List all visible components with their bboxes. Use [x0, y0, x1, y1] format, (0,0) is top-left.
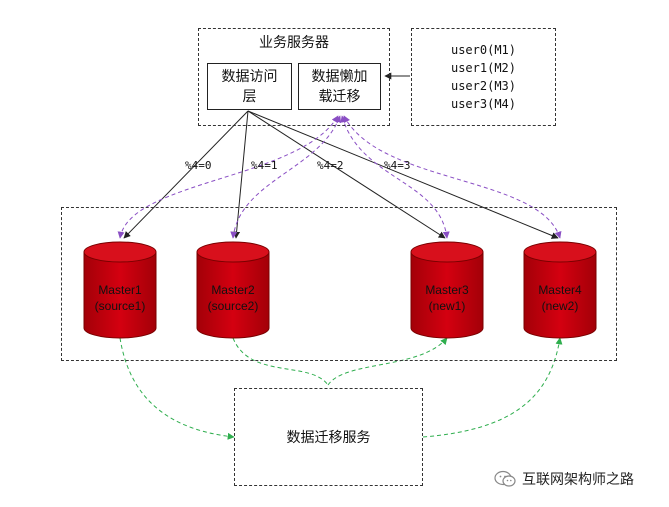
master2-label: Master2 (source2)	[193, 282, 273, 314]
access-layer-line1: 数据访问	[221, 68, 278, 85]
lazy-migration-line1: 数据懒加	[311, 68, 368, 85]
migration-service-box: 数据迁移服务	[234, 388, 423, 486]
master2-name: Master2	[211, 283, 255, 297]
watermark: 互联网架构师之路	[494, 469, 634, 489]
master-cluster-box	[61, 207, 617, 361]
master3-sub: (new1)	[428, 299, 466, 313]
lazy-curve-m4	[343, 115, 562, 239]
user-mapping-2: user2(M3)	[450, 79, 517, 93]
migrate-curve-m3	[327, 337, 448, 386]
wechat-icon	[494, 470, 516, 487]
data-access-layer-box: 数据访问 层	[207, 63, 292, 110]
master4-sub: (new2)	[541, 299, 579, 313]
master4-name: Master4	[538, 283, 582, 297]
master2-sub: (source2)	[207, 299, 259, 313]
watermark-text: 互联网架构师之路	[522, 472, 634, 488]
user-mapping-box: user0(M1) user1(M2) user2(M3) user3(M4)	[411, 28, 556, 126]
business-server-box: 业务服务器	[198, 28, 390, 126]
master1-label: Master1 (source1)	[80, 282, 160, 314]
migrate-curve-m1	[119, 337, 235, 440]
user-mapping-0: user0(M1)	[450, 43, 517, 57]
lazy-migration-box: 数据懒加 载迁移	[298, 63, 381, 110]
master3-name: Master3	[425, 283, 469, 297]
master1-sub: (source1)	[94, 299, 146, 313]
business-server-title: 业务服务器	[259, 35, 329, 51]
user-mapping-1: user1(M2)	[450, 61, 517, 75]
migration-service-label: 数据迁移服务	[286, 430, 371, 446]
database-master4	[523, 241, 597, 339]
access-layer-line2: 层	[242, 88, 257, 105]
master3-label: Master3 (new1)	[407, 282, 487, 314]
mod-label-2: %4=2	[317, 159, 344, 172]
master4-label: Master4 (new2)	[520, 282, 600, 314]
database-master3	[410, 241, 484, 339]
migrate-curve-m2	[232, 337, 329, 386]
database-master2	[196, 241, 270, 339]
mod-label-1: %4=1	[251, 159, 278, 172]
database-master1	[83, 241, 157, 339]
lazy-migration-line2: 载迁移	[318, 88, 361, 105]
mod-label-0: %4=0	[185, 159, 212, 172]
mod-label-3: %4=3	[384, 159, 411, 172]
master1-name: Master1	[98, 283, 142, 297]
migrate-curve-m4	[422, 337, 563, 438]
user-mapping-3: user3(M4)	[450, 97, 517, 111]
